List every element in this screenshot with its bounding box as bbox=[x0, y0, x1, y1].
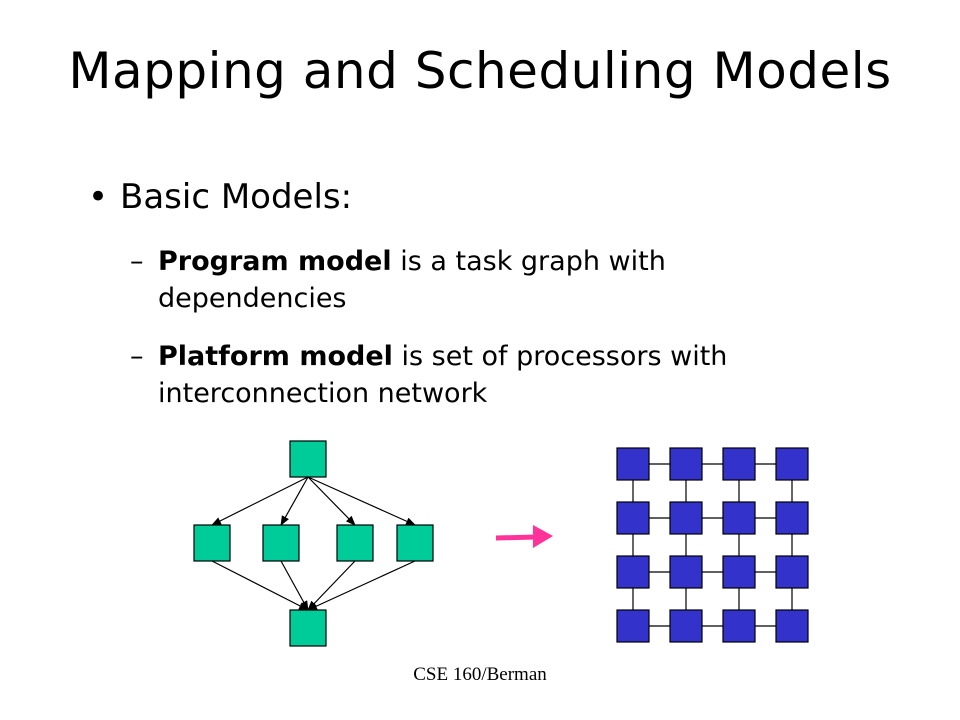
processor-node bbox=[722, 555, 756, 589]
processor-node bbox=[616, 501, 650, 535]
subpoint-rest: is a task graph with dependencies bbox=[158, 246, 666, 314]
subpoint-bold: Program model bbox=[158, 246, 392, 277]
task-node bbox=[262, 524, 300, 562]
bullet-marker: • bbox=[88, 177, 109, 217]
processor-node bbox=[722, 501, 756, 535]
processor-node bbox=[669, 609, 703, 643]
task-edge bbox=[307, 476, 416, 526]
processor-node bbox=[775, 609, 809, 643]
processor-node bbox=[775, 501, 809, 535]
subpoint-rest: is set of processors with interconnectio… bbox=[158, 341, 728, 409]
task-edge bbox=[307, 476, 356, 526]
task-edge bbox=[211, 476, 309, 526]
processor-node bbox=[722, 447, 756, 481]
slide-title: Mapping and Scheduling Models bbox=[68, 42, 892, 100]
task-edge bbox=[307, 560, 356, 611]
mapping-arrow-head bbox=[533, 525, 553, 548]
processor-node bbox=[669, 447, 703, 481]
task-edge bbox=[280, 560, 309, 611]
processor-node bbox=[722, 609, 756, 643]
footer-credit: CSE 160/Berman bbox=[413, 664, 547, 685]
task-edge bbox=[211, 560, 309, 611]
mapping-arrow bbox=[495, 525, 553, 548]
processor-node bbox=[775, 555, 809, 589]
task-node bbox=[289, 609, 327, 647]
subpoint-bold: Platform model bbox=[158, 341, 393, 372]
task-node bbox=[193, 524, 231, 562]
processor-node bbox=[669, 555, 703, 589]
processor-node bbox=[669, 501, 703, 535]
processor-node bbox=[616, 555, 650, 589]
task-node bbox=[289, 440, 327, 478]
dash-marker: – bbox=[130, 341, 144, 372]
subpoint-body: Platform model is set of processors with… bbox=[158, 338, 818, 412]
processor-grid bbox=[616, 447, 809, 643]
task-node bbox=[396, 524, 434, 562]
subpoint-body: Program model is a task graph with depen… bbox=[158, 243, 818, 317]
task-edge bbox=[280, 476, 309, 526]
processor-node bbox=[616, 609, 650, 643]
processor-node bbox=[616, 447, 650, 481]
task-graph bbox=[193, 440, 434, 647]
task-node bbox=[336, 524, 374, 562]
bullet-text: Basic Models: bbox=[120, 177, 353, 217]
mapping-arrow-shaft bbox=[495, 534, 537, 541]
task-edge bbox=[307, 560, 416, 611]
processor-node bbox=[775, 447, 809, 481]
dash-marker: – bbox=[130, 246, 144, 277]
